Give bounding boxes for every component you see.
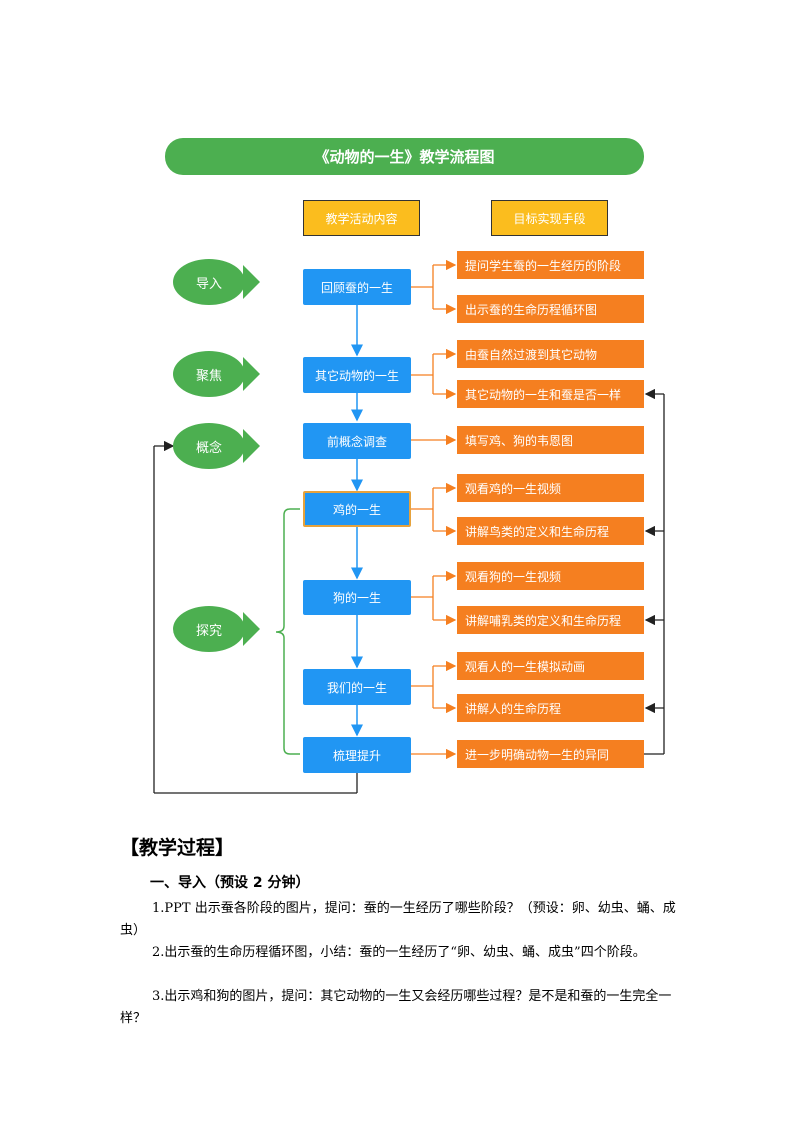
paragraph-1: 1.PPT 出示蚕各阶段的图片，提问：蚕的一生经历了哪些阶段？（预设：卵、幼虫、… [120,901,676,938]
header-means: 目标实现手段 [491,200,608,236]
section-heading: 【教学过程】 [120,837,235,859]
means-clarify-differences: 进一步明确动物一生的异同 [457,740,644,768]
stage-explore-label: 探究 [173,606,245,652]
means-human-animation: 观看人的一生模拟动画 [457,652,644,680]
means-mammal-definition: 讲解哺乳类的定义和生命历程 [457,606,644,634]
right-arrow-icon [243,429,260,463]
header-activities: 教学活动内容 [303,200,420,236]
stage-concept: 概念 [173,423,261,469]
means-bird-definition: 讲解鸟类的定义和生命历程 [457,517,644,545]
paragraph-3: 3.出示鸡和狗的图片，提问：其它动物的一生又会经历哪些过程？是不是和蚕的一生完全… [120,989,672,1026]
stage-intro: 导入 [173,259,261,305]
activity-chicken-life: 鸡的一生 [303,491,411,527]
subsection-heading: 一、导入（预设 2 分钟） [150,875,310,891]
activity-summary: 梳理提升 [303,737,411,773]
means-transition: 由蚕自然过渡到其它动物 [457,340,644,368]
orange-brackets [411,259,457,760]
diagram-title: 《动物的一生》教学流程图 [165,138,644,175]
means-dog-video: 观看狗的一生视频 [457,562,644,590]
explore-brace [275,508,300,755]
stage-focus-label: 聚焦 [173,351,245,397]
means-human-life: 讲解人的生命历程 [457,694,644,722]
activity-review-silkworm: 回顾蚕的一生 [303,269,411,305]
stage-focus: 聚焦 [173,351,261,397]
right-arrow-icon [243,357,260,391]
stage-concept-label: 概念 [173,423,245,469]
means-chicken-video: 观看鸡的一生视频 [457,474,644,502]
means-show-cycle: 出示蚕的生命历程循环图 [457,295,644,323]
stage-explore: 探究 [173,606,261,652]
right-arrow-icon [243,612,260,646]
activity-our-life: 我们的一生 [303,669,411,705]
means-venn: 填写鸡、狗的韦恩图 [457,426,644,454]
activity-other-animals: 其它动物的一生 [303,357,411,393]
stage-intro-label: 导入 [173,259,245,305]
paragraph-2: 2.出示蚕的生命历程循环图，小结：蚕的一生经历了“卵、幼虫、蛹、成虫”四个阶段。 [152,945,646,960]
right-arrow-icon [243,265,260,299]
activity-preconception-survey: 前概念调查 [303,423,411,459]
right-feedback-line [644,388,665,755]
left-feedback-loop [153,440,358,794]
means-ask-stages: 提问学生蚕的一生经历的阶段 [457,251,644,279]
means-compare: 其它动物的一生和蚕是否一样 [457,380,644,408]
activity-dog-life: 狗的一生 [303,580,411,615]
